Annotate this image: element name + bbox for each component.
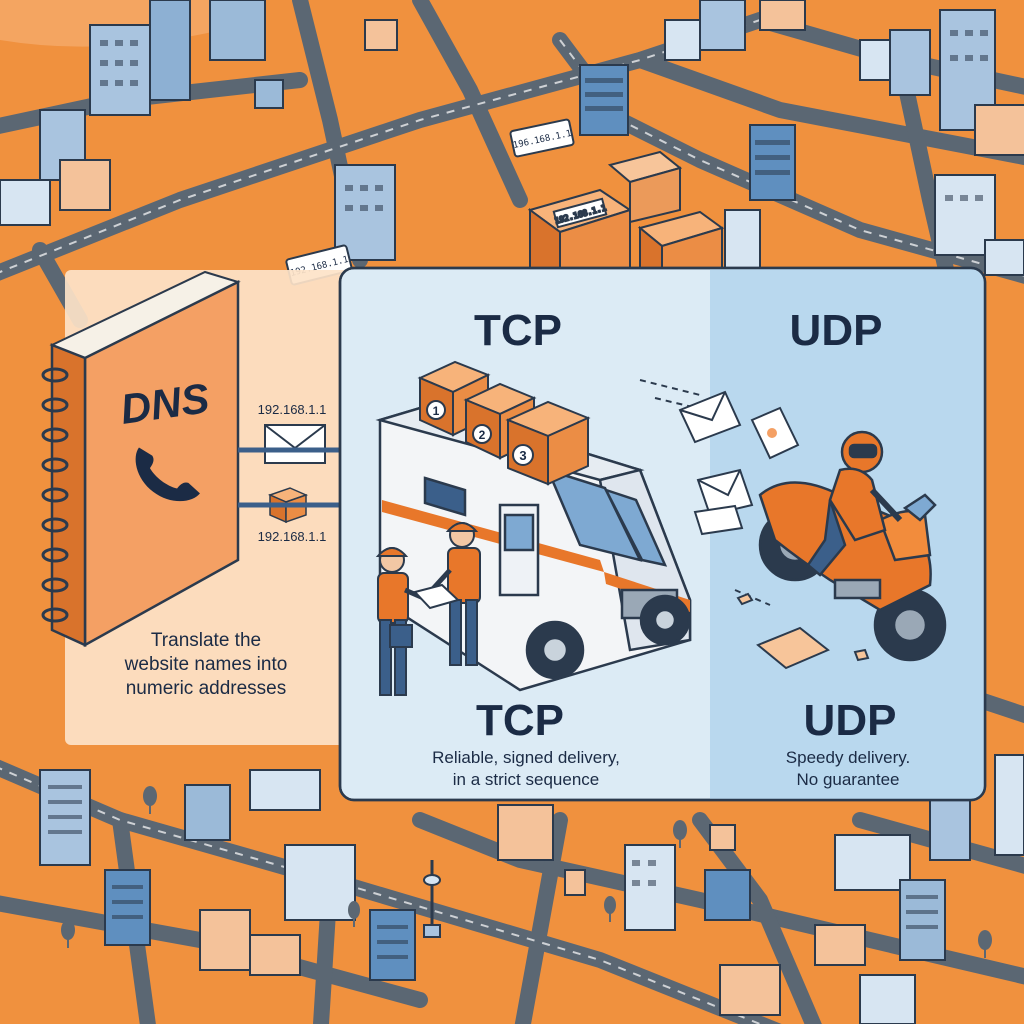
udp-desc-line-1: Speedy delivery. xyxy=(786,748,910,767)
radio-tower xyxy=(423,860,441,938)
dns-description-line-3: numeric addresses xyxy=(126,678,287,699)
package-icon xyxy=(267,487,309,524)
tcp-header: TCP xyxy=(474,306,562,355)
udp-flying-letters xyxy=(678,390,870,670)
phone-icon xyxy=(135,447,200,502)
tcp-desc-line-1: Reliable, signed delivery, xyxy=(432,748,620,767)
udp-letter-2 xyxy=(750,406,800,460)
dns-description: Translate the website names into numeric… xyxy=(124,630,288,699)
udp-title: UDP xyxy=(804,696,897,745)
udp-header: UDP xyxy=(790,306,883,355)
trees xyxy=(61,786,992,958)
udp-speed-lines xyxy=(639,379,771,606)
dns-ip-top: 192.168.1.1 xyxy=(258,402,327,417)
tcp-packet-number-2: 2 xyxy=(479,428,486,442)
tcp-packet-number-1: 1 xyxy=(433,404,440,418)
udp-letter-4 xyxy=(693,504,744,536)
dns-description-line-1: Translate the xyxy=(151,630,261,651)
dns-ip-bottom: 192.168.1.1 xyxy=(258,529,327,544)
tcp-desc-line-2: in a strict sequence xyxy=(453,770,599,789)
tcp-packet-1 xyxy=(417,360,491,437)
tcp-packets xyxy=(417,360,591,486)
udp-desc-line-2: No guarantee xyxy=(796,770,899,789)
udp-dropped-letter xyxy=(756,626,830,670)
tcp-packet-3 xyxy=(505,400,591,486)
tcp-title: TCP xyxy=(476,696,564,745)
udp-rider xyxy=(806,430,903,577)
envelope-icon xyxy=(264,424,326,464)
book-spiral xyxy=(41,367,69,623)
dns-description-line-2: website names into xyxy=(124,654,288,675)
dns-book: DNS xyxy=(41,270,241,648)
udp-letter-3 xyxy=(696,468,754,517)
ip-sign-top: 196.168.1.1 xyxy=(509,118,575,158)
tcp-packet-number-3: 3 xyxy=(519,448,526,463)
udp-letter-1 xyxy=(678,390,742,444)
signed-clipboard xyxy=(413,583,460,610)
